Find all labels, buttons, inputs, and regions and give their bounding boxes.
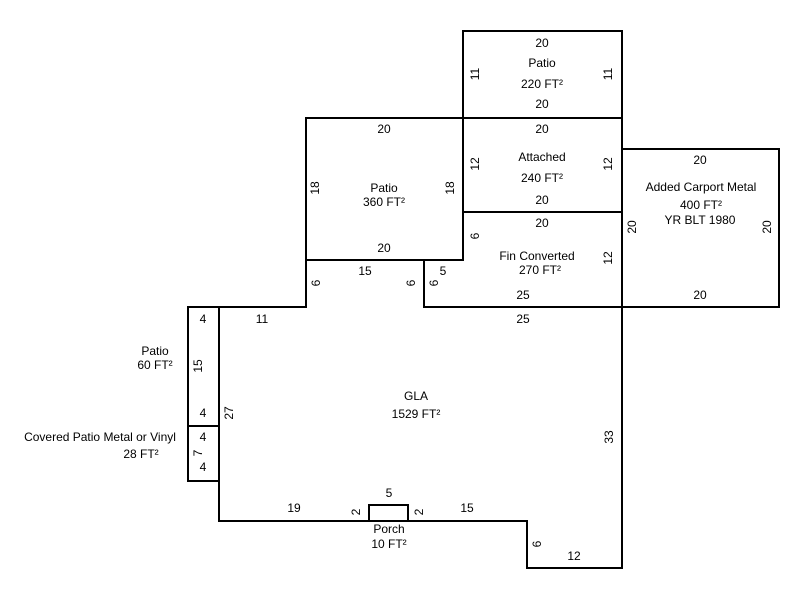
dim: 2 bbox=[412, 508, 426, 515]
dim: 4 bbox=[200, 406, 207, 420]
area-size: 360 FT² bbox=[363, 195, 405, 209]
dim: 12 bbox=[567, 549, 581, 563]
dim: 6 bbox=[530, 540, 544, 547]
area-name: Attached bbox=[518, 150, 565, 164]
area-name: Fin Converted bbox=[499, 249, 574, 263]
area-size: 240 FT² bbox=[521, 171, 563, 185]
dim: 4 bbox=[200, 430, 207, 444]
dim: 11 bbox=[601, 67, 615, 80]
dim: 20 bbox=[693, 288, 707, 302]
dim: 15 bbox=[460, 501, 474, 515]
dim: 20 bbox=[377, 122, 391, 136]
dim: 20 bbox=[377, 241, 391, 255]
dim: 11 bbox=[468, 67, 482, 80]
area-name: Patio bbox=[141, 344, 169, 358]
dim: 6 bbox=[404, 279, 418, 286]
dim: 18 bbox=[308, 181, 322, 195]
gla-outline bbox=[218, 259, 623, 569]
carport-outline bbox=[621, 148, 780, 308]
area-size: 28 FT² bbox=[123, 447, 158, 461]
dim: 2 bbox=[349, 508, 363, 515]
dim: 12 bbox=[601, 157, 615, 171]
dim: 33 bbox=[602, 430, 616, 444]
dim: 19 bbox=[287, 501, 301, 515]
dim: 15 bbox=[191, 359, 205, 373]
area-name: Patio bbox=[528, 56, 556, 70]
dim: 15 bbox=[358, 264, 372, 278]
dim: 12 bbox=[468, 157, 482, 171]
dim: 20 bbox=[535, 193, 549, 207]
area-size: 220 FT² bbox=[521, 77, 563, 91]
covered-patio-outline bbox=[187, 425, 220, 482]
dim: 20 bbox=[760, 220, 774, 234]
dim: 20 bbox=[535, 216, 549, 230]
dim: 5 bbox=[386, 486, 393, 500]
area-size: 1529 FT² bbox=[392, 407, 441, 421]
dim: 27 bbox=[222, 406, 236, 420]
dim: 20 bbox=[625, 220, 639, 234]
dim: 25 bbox=[516, 312, 530, 326]
area-size: 270 FT² bbox=[519, 263, 561, 277]
area-name: GLA bbox=[404, 389, 428, 403]
dim: 6 bbox=[427, 279, 441, 286]
area-name: Covered Patio Metal or Vinyl bbox=[24, 430, 176, 444]
dim: 5 bbox=[440, 264, 447, 278]
dim: 6 bbox=[309, 279, 323, 286]
dim: 18 bbox=[443, 181, 457, 195]
area-name: Porch bbox=[373, 522, 404, 536]
area-name: Added Carport Metal bbox=[646, 180, 757, 194]
dim: 20 bbox=[535, 122, 549, 136]
dim: 11 bbox=[256, 312, 269, 326]
dim: 12 bbox=[601, 251, 615, 265]
area-name: Patio bbox=[370, 181, 398, 195]
dim: 7 bbox=[191, 449, 205, 456]
area-size: 10 FT² bbox=[371, 537, 406, 551]
dim: 4 bbox=[200, 460, 207, 474]
dim: 20 bbox=[535, 97, 549, 111]
porch-outline bbox=[368, 504, 409, 522]
dim: 6 bbox=[468, 232, 482, 239]
dim: 4 bbox=[200, 312, 207, 326]
dim: 20 bbox=[535, 36, 549, 50]
dim: 25 bbox=[516, 288, 530, 302]
dim: 20 bbox=[693, 153, 707, 167]
area-size: 60 FT² bbox=[137, 358, 172, 372]
year-built: YR BLT 1980 bbox=[665, 213, 736, 227]
area-size: 400 FT² bbox=[680, 198, 722, 212]
